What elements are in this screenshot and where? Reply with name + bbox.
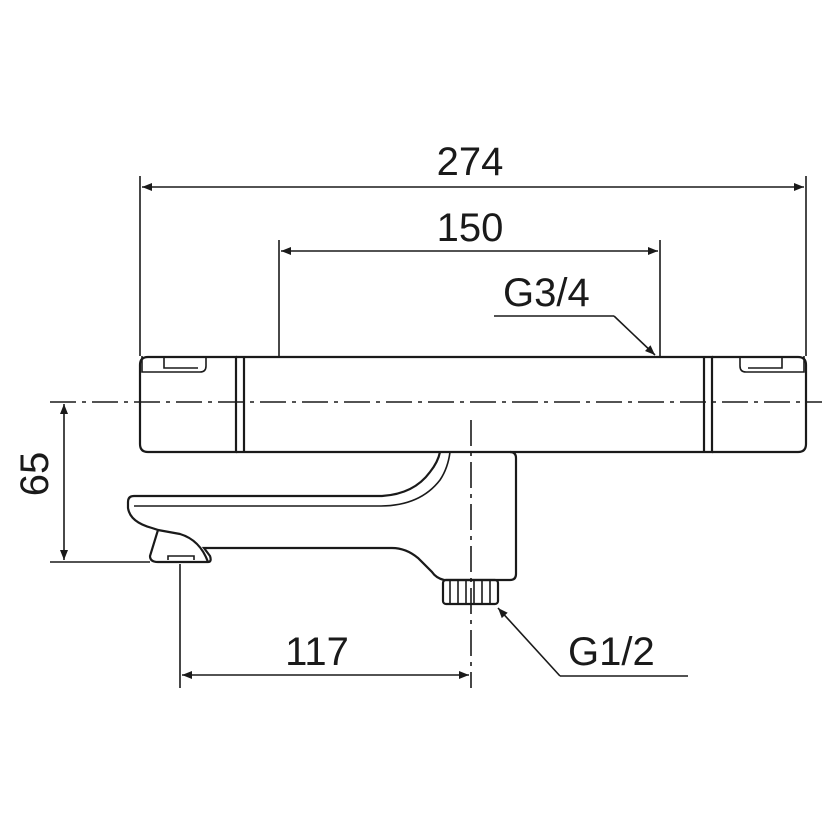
- left-cap-notch-inner: [163, 358, 198, 369]
- spout-inner-curve: [134, 451, 451, 507]
- left-cap-notch: [141, 356, 207, 373]
- thread-label-g1-2: G1/2: [568, 630, 655, 674]
- right-end-cap: [712, 355, 808, 454]
- dimension-label-150: 150: [437, 206, 504, 250]
- mixer-body: [138, 355, 808, 454]
- dimension-label-117: 117: [285, 630, 349, 674]
- dimension-label-65: 65: [13, 452, 57, 497]
- spout-aerator: [167, 555, 195, 560]
- bath-spout: [126, 450, 518, 582]
- spout-outline: [126, 450, 518, 582]
- dimension-label-274: 274: [437, 140, 504, 184]
- thread-callout-outlet: G1/2: [497, 607, 688, 677]
- spout-front-face: [157, 528, 210, 563]
- leader-arrow-g1-2: [497, 607, 561, 677]
- thread-label-g3-4: G3/4: [503, 271, 590, 315]
- leader-arrow-g3-4: [613, 315, 656, 356]
- thread-callout-inlet: G3/4: [494, 271, 656, 356]
- right-cap-notch: [739, 356, 805, 373]
- dimension-overall-width: 274: [139, 140, 807, 356]
- left-end-cap: [138, 355, 238, 454]
- central-barrel: [236, 355, 714, 454]
- dimension-spout-to-outlet: 117: [179, 564, 469, 688]
- dimension-inlet-centers: 150: [278, 206, 661, 356]
- right-cap-notch-inner: [748, 358, 783, 369]
- dimension-height: 65: [13, 404, 150, 563]
